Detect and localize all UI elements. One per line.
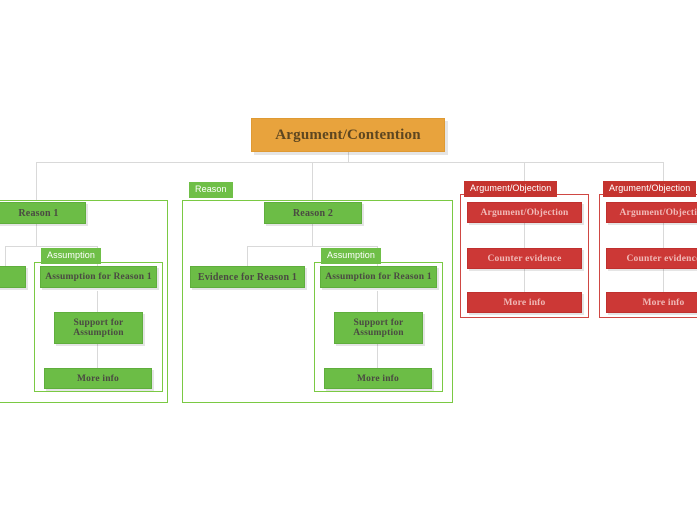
connector-main-bus xyxy=(36,162,664,163)
node-assumption-for-reason-1-left[interactable]: Assumption for Reason 1 xyxy=(40,266,157,288)
node-support-for-assumption[interactable]: Support for Assumption xyxy=(334,312,423,344)
group-tab-objection-2[interactable]: Argument/Objection xyxy=(603,181,697,197)
node-assumption-for-reason-1[interactable]: Assumption for Reason 1 xyxy=(320,266,437,288)
group-tab-assumption-center[interactable]: Assumption xyxy=(321,248,382,264)
node-counter-evidence-2[interactable]: Counter evidence xyxy=(606,248,697,269)
node-root-argument-contention[interactable]: Argument/Contention xyxy=(251,118,445,152)
node-more-info-objection-2[interactable]: More info xyxy=(606,292,697,313)
node-argument-objection-1[interactable]: Argument/Objection xyxy=(467,202,582,223)
connector-drop-objection-2 xyxy=(663,162,664,182)
connector-left-bus xyxy=(5,246,97,247)
group-reason-left xyxy=(0,200,168,403)
node-more-info-center[interactable]: More info xyxy=(324,368,432,389)
connector-drop-objection-1 xyxy=(524,162,525,182)
node-reason-2[interactable]: Reason 2 xyxy=(264,202,362,224)
connector-left-evidence xyxy=(5,246,6,266)
connector-drop-center xyxy=(312,162,313,200)
node-more-info-objection-1[interactable]: More info xyxy=(467,292,582,313)
group-reason-center xyxy=(182,200,453,403)
node-argument-objection-2[interactable]: Argument/Objection xyxy=(606,202,697,223)
node-counter-evidence-1[interactable]: Counter evidence xyxy=(467,248,582,269)
connector-root-stub xyxy=(348,152,349,162)
node-evidence-for-reason-1[interactable]: Evidence for Reason 1 xyxy=(190,266,305,288)
node-more-info-left[interactable]: More info xyxy=(44,368,152,389)
connector-center-bus xyxy=(247,246,377,247)
group-tab-objection-1[interactable]: Argument/Objection xyxy=(464,181,558,197)
connector-center-evidence xyxy=(247,246,248,266)
node-reason-1[interactable]: Reason 1 xyxy=(0,202,86,224)
group-tab-assumption-left[interactable]: Assumption xyxy=(41,248,102,264)
node-evidence-for-reason-1-left[interactable]: on 1 xyxy=(0,266,26,288)
group-tab-reason-center[interactable]: Reason xyxy=(189,182,233,198)
connector-center-reason-down xyxy=(312,224,313,246)
connector-left-reason-down xyxy=(36,224,37,246)
connector-drop-left xyxy=(36,162,37,200)
node-support-for-assumption-left[interactable]: Support for Assumption xyxy=(54,312,143,344)
